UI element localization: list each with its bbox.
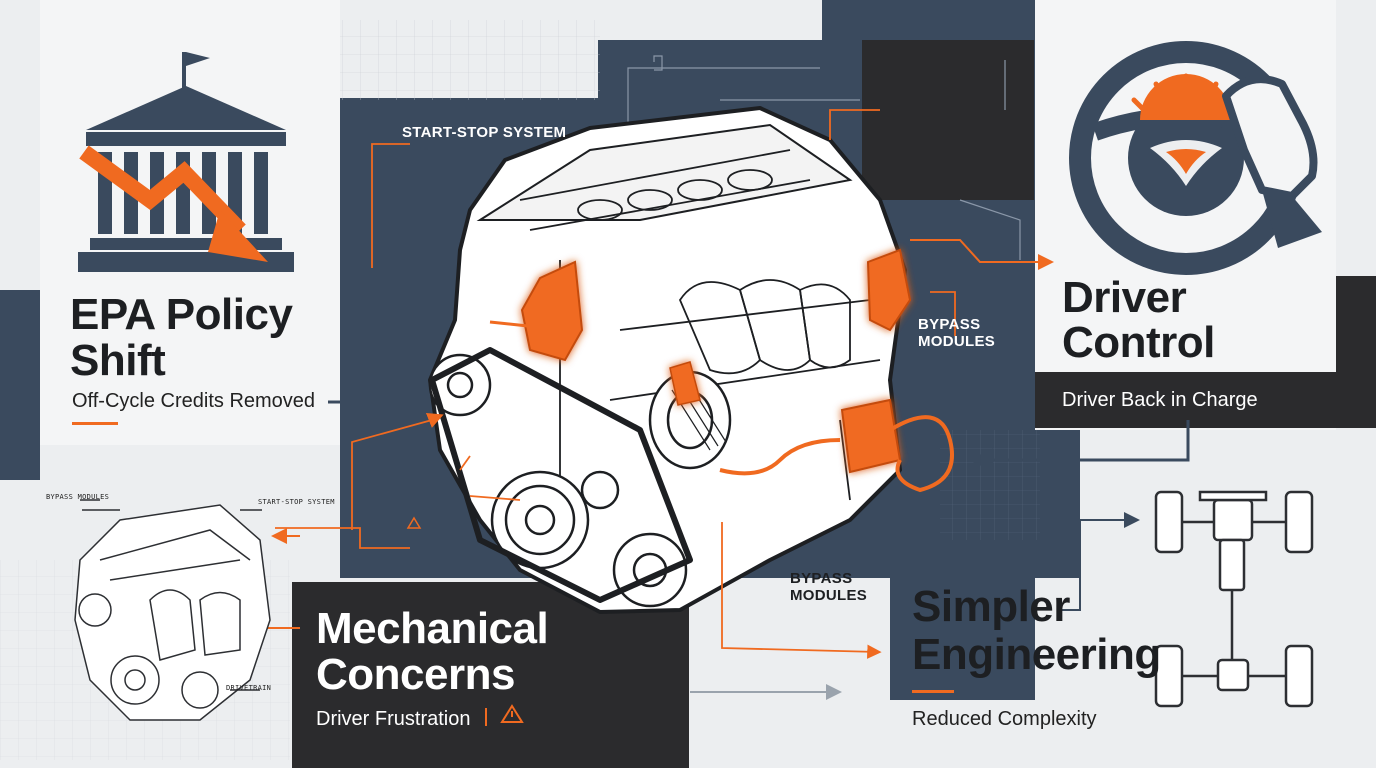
simpler-title-line2: Engineering	[912, 630, 1161, 679]
mechanical-title-line2: Concerns	[316, 650, 515, 699]
drivetrain-chassis-icon	[1154, 490, 1314, 708]
epa-title-line1: EPA Policy	[70, 290, 293, 339]
engine-illustration	[428, 106, 954, 614]
label-start-stop-system: START-STOP SYSTEM	[402, 124, 567, 141]
circuit-lines	[627, 55, 1021, 260]
arrow-driver-to-engine	[969, 420, 1190, 472]
capitol-building-down-arrow-icon	[78, 52, 294, 272]
label-bypass-bottom-line1: BYPASS	[790, 570, 853, 587]
driver-title-line1: Driver	[1062, 273, 1187, 322]
simpler-title-line1: Simpler	[912, 582, 1070, 631]
simpler-subtitle: Reduced Complexity	[912, 708, 1097, 730]
epa-subtitle: Off-Cycle Credits Removed	[72, 390, 316, 412]
arrow-engine-to-driver	[910, 239, 1054, 270]
mechanical-subtitle: Driver Frustration	[316, 708, 471, 730]
mechanical-title-line1: Mechanical	[316, 604, 549, 653]
epa-title-line2: Shift	[70, 336, 166, 385]
warning-triangle-icon	[485, 704, 524, 726]
grid-pattern-top	[340, 20, 600, 100]
driver-subtitle: Driver Back in Charge	[1062, 389, 1258, 411]
epa-accent-underline	[72, 422, 118, 425]
arrow-simpler-to-chassis	[1060, 512, 1140, 611]
simpler-accent-underline	[912, 690, 954, 693]
label-bypass-right-line2: MODULES	[918, 333, 996, 350]
background-navy-band-left	[0, 290, 40, 480]
driver-subtitle-bar	[1035, 372, 1376, 428]
driver-title-line2: Control	[1062, 318, 1215, 367]
label-bypass-right-line1: BYPASS	[918, 316, 981, 333]
grid-pattern-right	[940, 430, 1040, 540]
label-bypass-bottom-line2: MODULES	[790, 587, 868, 604]
callout-lines-orange	[275, 109, 956, 659]
small-engine-label-top-left: BYPASS MODULES	[46, 493, 110, 501]
small-engine-label-top-right: START-STOP SYSTEM	[258, 498, 335, 506]
small-engine-label-bottom: DRIVETRAIN	[226, 684, 272, 692]
steering-wheel-hand-icon	[1069, 41, 1322, 275]
small-engine-sketch	[74, 499, 271, 721]
warning-triangle-small-icon	[406, 516, 422, 529]
